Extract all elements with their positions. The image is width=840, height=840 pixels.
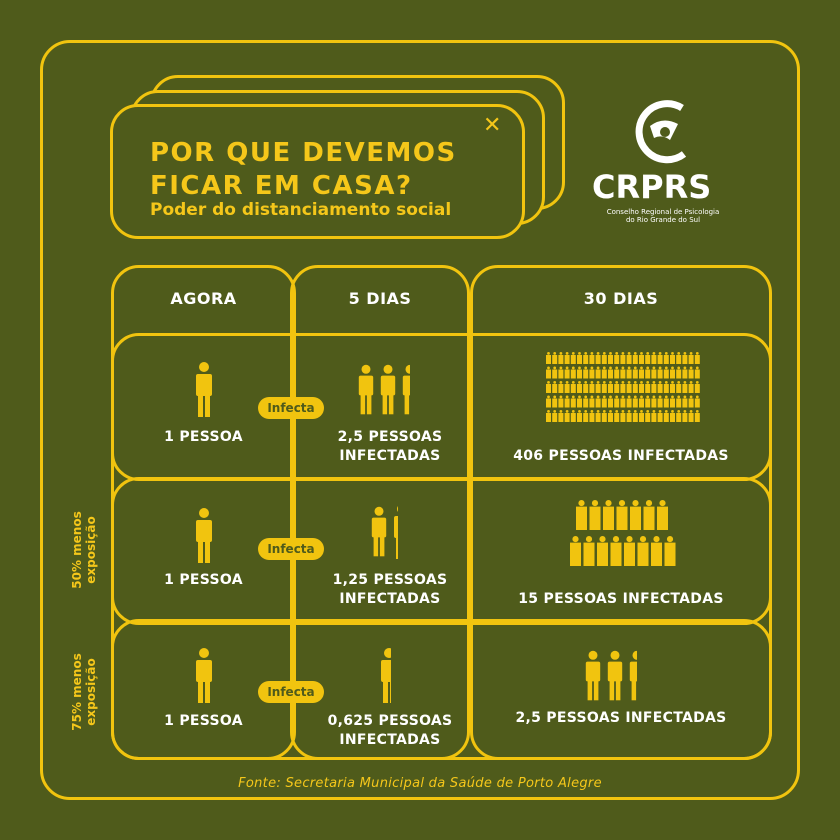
row2-infect-badge: Infecta [258,538,324,560]
row1-5day-label: 2,5 PESSOAS INFECTADAS [290,428,490,466]
row1-now-label: 1 PESSOA [164,429,243,445]
row1-infect-badge: Infecta [258,397,324,419]
side-label-50-line-1: 50% menos [70,511,84,589]
crprs-logo-icon [635,100,687,164]
row3-5day-line-1: 0,625 PESSOAS [327,713,453,729]
side-label-50: 50% menos exposição [70,505,98,595]
side-label-75: 75% menos exposição [70,647,98,737]
row3-5day-people-icon [381,648,391,703]
logo-name: CRPRS [592,168,712,206]
row3-5day-label: 0,625 PESSOAS INFECTADAS [290,712,490,750]
title-line-1: POR QUE DEVEMOS [150,138,457,168]
person-icon [194,648,214,704]
row1-5day-line-1: 2,5 PESSOAS [337,429,443,445]
row1-5day-line-2: INFECTADAS [339,448,441,464]
close-icon[interactable]: ✕ [483,113,502,138]
row2-30day-people-icon [570,500,676,566]
logo-subtitle: Conselho Regional de Psicologia do Rio G… [597,208,729,224]
row1-30day-people-icon [546,352,700,422]
row3-30day-label: 2,5 PESSOAS INFECTADAS [515,710,727,726]
row1-30day-label: 406 PESSOAS INFECTADAS [513,448,729,464]
side-label-75-line-2: exposição [84,658,98,726]
row3-30day-people-icon [585,650,637,701]
header-5-dias: 5 DIAS [348,289,412,308]
row2-5day-label: 1,25 PESSOAS INFECTADAS [290,571,490,609]
header-agora: AGORA [170,289,237,308]
row2-30day-label: 15 PESSOAS INFECTADAS [518,591,724,607]
row3-5day-line-2: INFECTADAS [339,732,441,748]
row3-infect-badge: Infecta [258,681,324,703]
row2-now-label: 1 PESSOA [164,572,243,588]
row-75-percent [111,619,772,760]
logo-subtitle-line-2: do Rio Grande do Sul [625,216,701,224]
outer-frame [40,40,800,800]
page-subtitle: Poder do distanciamento social [150,200,452,220]
person-icon [194,508,214,564]
row1-5day-people-icon [358,364,410,415]
row2-5day-line-2: INFECTADAS [339,591,441,607]
side-label-75-line-1: 75% menos [70,653,84,731]
row2-5day-people-icon [371,504,398,559]
row-50-percent [111,477,772,625]
side-label-50-line-2: exposição [84,516,98,584]
header-30-dias: 30 DIAS [583,289,659,308]
logo-subtitle-line-1: Conselho Regional de Psicologia [606,208,720,216]
title-card [110,104,525,239]
title-line-2: FICAR EM CASA? [150,171,413,201]
person-icon [194,362,214,418]
row3-now-label: 1 PESSOA [164,713,243,729]
source-note: Fonte: Secretaria Municipal da Saúde de … [238,776,602,791]
row2-5day-line-1: 1,25 PESSOAS [332,572,448,588]
page-title: POR QUE DEVEMOS FICAR EM CASA? [150,137,457,203]
